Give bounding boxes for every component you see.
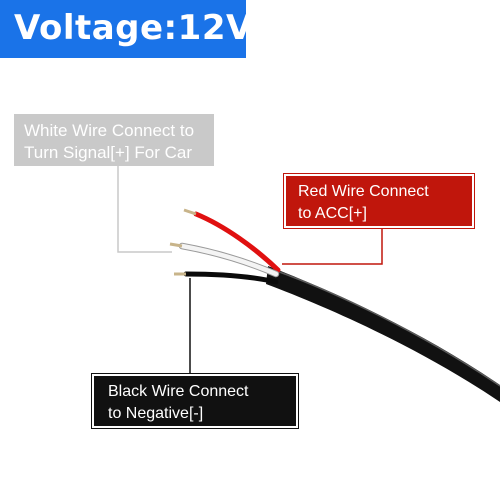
red-wire-leader-line bbox=[282, 228, 383, 265]
black-wire-callout-line2: to Negative[-] bbox=[108, 405, 204, 422]
white-wire-copper-tip bbox=[169, 242, 183, 248]
cable-jacket bbox=[266, 266, 500, 402]
voltage-title: Voltage:12V bbox=[14, 8, 253, 48]
cable-jacket-highlight bbox=[273, 269, 500, 387]
black-wire bbox=[183, 271, 279, 285]
red-wire-callout-line1: Red Wire Connect bbox=[298, 183, 429, 200]
white-wire-callout-line1: White Wire Connect to bbox=[24, 121, 195, 140]
red-wire bbox=[193, 211, 281, 273]
red-wire-copper-tip bbox=[183, 208, 197, 216]
voltage-banner: Voltage:12V bbox=[0, 0, 252, 58]
white-wire-body bbox=[179, 243, 279, 277]
black-wire-callout: Black Wire Connect to Negative[-] bbox=[92, 374, 298, 428]
red-wire-callout: Red Wire Connect to ACC[+] bbox=[284, 174, 474, 228]
red-wire-callout-line2: to ACC[+] bbox=[298, 205, 367, 222]
white-wire-callout: White Wire Connect to Turn Signal[+] For… bbox=[14, 114, 214, 166]
white-wire-leader-line bbox=[117, 166, 172, 253]
black-wire-callout-line1: Black Wire Connect bbox=[108, 383, 249, 400]
white-wire-callout-line2: Turn Signal[+] For Car bbox=[24, 143, 193, 162]
